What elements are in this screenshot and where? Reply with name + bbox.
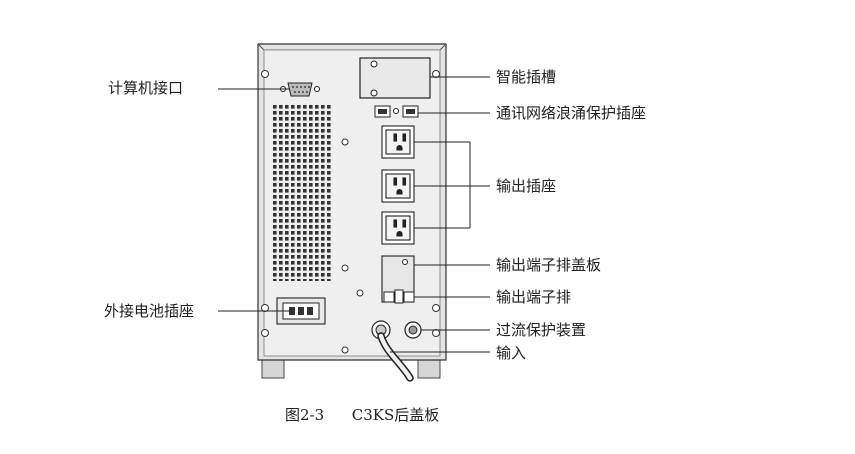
output-socket-icon (381, 125, 415, 159)
label-external-battery: 外接电池插座 (104, 302, 195, 320)
smart-slot-icon (359, 57, 431, 99)
overcurrent-breaker-icon (404, 321, 422, 339)
label-surge-socket: 通讯网络浪涌保护插座 (496, 104, 647, 122)
output-socket-icon (381, 211, 415, 245)
leader-lines (218, 76, 490, 353)
computer-port-icon (280, 82, 320, 97)
label-output-socket: 输出插座 (496, 177, 557, 195)
output-socket-icon (381, 169, 415, 203)
label-input: 输入 (496, 344, 527, 362)
right-foot (417, 357, 441, 379)
label-computer-port: 计算机接口 (108, 79, 184, 97)
label-terminal-block: 输出端子排 (496, 288, 572, 306)
figure-caption: 图2-3 C3KS后盖板 (285, 404, 439, 425)
figure-title: C3KS后盖板 (351, 406, 440, 424)
label-overcurrent: 过流保护装置 (496, 321, 587, 339)
vent-grille (273, 105, 333, 281)
rj45-surge-sockets-icon (374, 105, 419, 118)
terminal-block-icon (383, 289, 415, 304)
label-smart-slot: 智能插槽 (496, 68, 557, 86)
label-terminal-cover: 输出端子排盖板 (496, 256, 602, 274)
figure-number: 图2-3 (285, 406, 325, 424)
left-foot (261, 357, 285, 379)
input-cable-icon (371, 320, 414, 382)
